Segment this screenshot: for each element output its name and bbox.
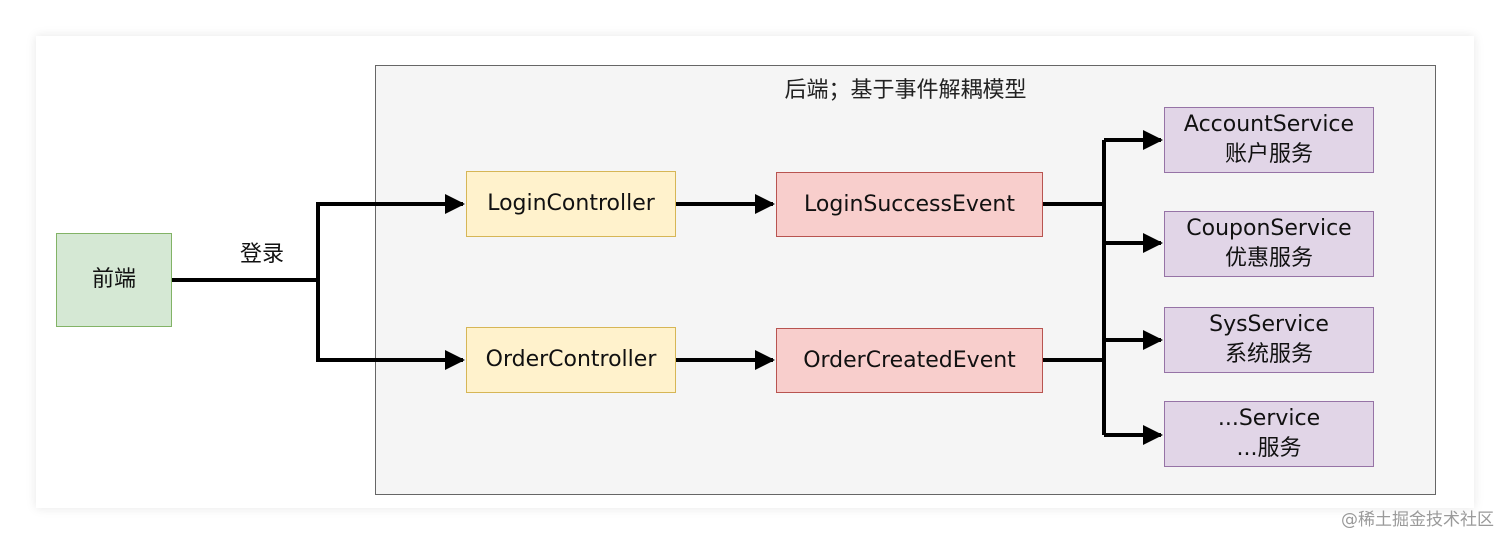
sys-service-node: SysService 系统服务	[1164, 307, 1374, 373]
service-desc: 系统服务	[1224, 342, 1313, 367]
order-controller-label: OrderController	[485, 347, 657, 373]
order-created-event-label: OrderCreatedEvent	[803, 347, 1016, 373]
login-controller-node: LoginController	[466, 171, 676, 237]
order-controller-node: OrderController	[466, 327, 676, 393]
service-name: AccountService	[1183, 112, 1355, 138]
login-success-event-label: LoginSuccessEvent	[804, 191, 1015, 217]
edge-to-order-controller	[316, 280, 465, 370]
service-name: ...Service	[1217, 406, 1321, 432]
more-service-node: ...Service ...服务	[1164, 401, 1374, 467]
service-name: SysService	[1209, 312, 1329, 338]
service-name: CouponService	[1186, 216, 1352, 242]
frontend-node: 前端	[56, 233, 172, 327]
coupon-service-node: CouponService 优惠服务	[1164, 211, 1374, 277]
watermark: @稀土掘金技术社区	[1341, 510, 1494, 530]
frontend-label: 前端	[91, 267, 136, 293]
login-success-event-node: LoginSuccessEvent	[776, 172, 1043, 237]
backend-group-title: 后端；基于事件解耦模型	[784, 78, 1027, 103]
service-desc: ...服务	[1236, 436, 1302, 461]
order-created-event-node: OrderCreatedEvent	[776, 328, 1043, 393]
service-desc: 账户服务	[1224, 142, 1313, 167]
login-edge-label: 登录	[240, 242, 285, 267]
service-desc: 优惠服务	[1224, 246, 1313, 271]
account-service-node: AccountService 账户服务	[1164, 107, 1374, 173]
login-controller-label: LoginController	[487, 191, 655, 217]
edge-to-login-controller	[316, 194, 465, 280]
